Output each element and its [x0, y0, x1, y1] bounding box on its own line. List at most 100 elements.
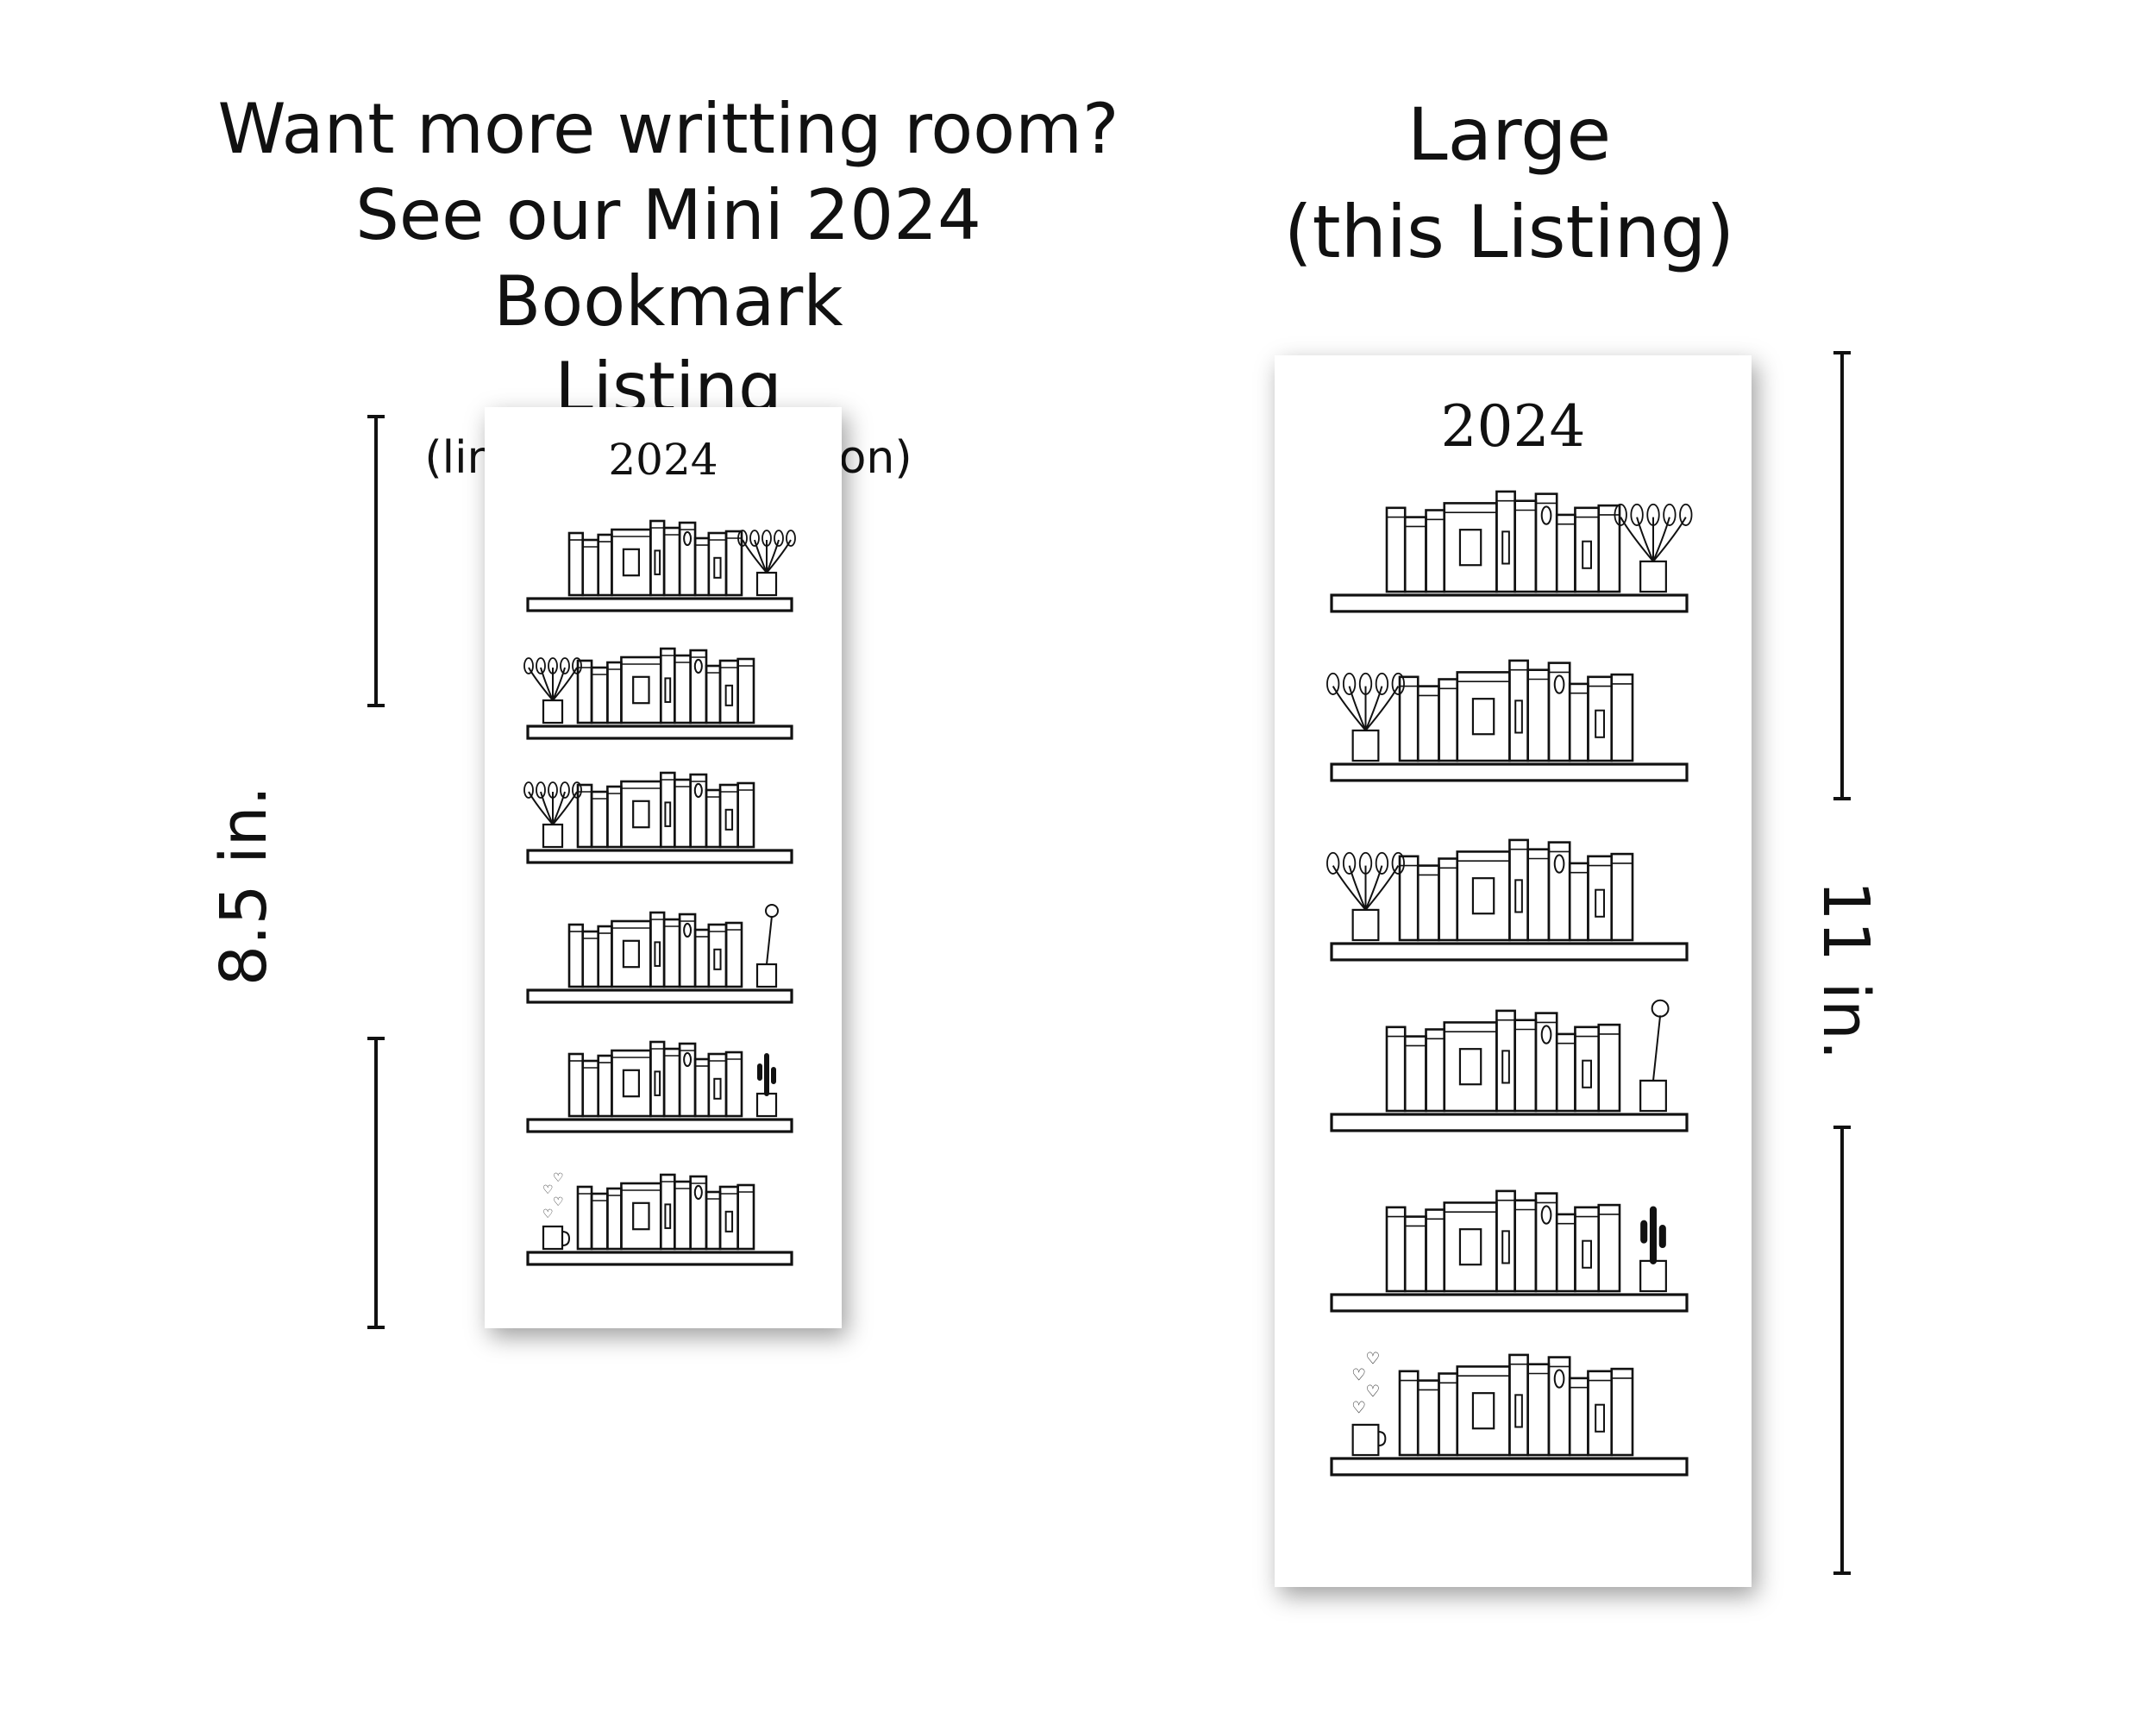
book-spine	[1456, 1365, 1511, 1457]
book-spine	[1597, 1203, 1621, 1293]
book-spine	[1547, 1356, 1571, 1457]
book-spine	[1534, 492, 1558, 593]
mini-dimension-line-top	[374, 416, 378, 706]
shelf-board	[1330, 762, 1689, 782]
book-label	[724, 808, 734, 831]
book-spine	[693, 928, 711, 988]
book-spine	[724, 530, 743, 597]
book-spine	[1438, 678, 1459, 762]
book-spine	[707, 1052, 728, 1118]
book-label	[1458, 1048, 1482, 1086]
book-spine	[1534, 1192, 1558, 1293]
shelf-row	[526, 1040, 793, 1133]
book-label	[654, 549, 661, 575]
book-spine	[1568, 682, 1589, 762]
book-spine	[1438, 1372, 1459, 1457]
book-label	[622, 548, 640, 577]
book-label	[724, 1210, 734, 1233]
book-spine	[1574, 1026, 1601, 1113]
svg-text:♡: ♡	[542, 1208, 554, 1221]
large-dimension-label: 11 in.	[1808, 880, 1883, 1061]
book-spine	[1610, 852, 1634, 942]
svg-text:♡: ♡	[1366, 1350, 1381, 1369]
svg-text:♡: ♡	[542, 1183, 554, 1197]
book-label	[693, 658, 703, 674]
book-spine	[597, 533, 613, 597]
book-spine	[649, 911, 666, 988]
book-spine	[1568, 1377, 1589, 1457]
book-spine	[678, 521, 697, 597]
book-spine	[705, 1190, 722, 1251]
mug-hearts-icon: ♡♡♡♡	[1351, 1350, 1387, 1457]
book-label	[683, 922, 693, 938]
book-spine	[659, 647, 676, 724]
book-spine	[718, 1185, 739, 1251]
book-spine	[1568, 862, 1589, 942]
large-heading-line-1: Large	[1407, 92, 1612, 177]
book-label	[1553, 674, 1565, 694]
book-spine	[590, 790, 609, 849]
book-spine	[1385, 1206, 1407, 1293]
large-dimension-cap-top	[1833, 351, 1851, 354]
large-heading-line-2: (this Listing)	[1283, 190, 1735, 275]
cactus-icon	[1639, 1206, 1667, 1293]
svg-text:♡: ♡	[553, 1171, 564, 1185]
flower-jar-icon	[755, 904, 779, 988]
book-label	[1458, 1228, 1482, 1266]
mini-dimension-label: 8.5 in.	[207, 785, 281, 987]
book-spine	[1555, 1032, 1576, 1113]
book-spine	[567, 1052, 585, 1118]
large-dimension-cap-mid-top	[1833, 797, 1851, 800]
book-spine	[1495, 1189, 1516, 1293]
book-spine	[1610, 673, 1634, 762]
book-spine	[1574, 506, 1601, 593]
book-spine	[705, 664, 722, 724]
book-spine	[620, 1182, 662, 1251]
book-label	[654, 1070, 661, 1096]
book-spine	[611, 919, 652, 988]
book-spine	[1526, 1363, 1551, 1457]
flower-vase-icon	[1326, 672, 1405, 762]
book-spine	[659, 771, 676, 849]
shelf-board	[1330, 1293, 1689, 1313]
book-spine	[1526, 668, 1551, 762]
shelf-row	[1330, 490, 1693, 613]
book-label	[1501, 1230, 1510, 1264]
book-spine	[705, 788, 722, 849]
mini-bookmark-year: 2024	[608, 435, 718, 485]
book-spine	[689, 773, 708, 849]
book-spine	[1508, 659, 1529, 762]
book-spine	[1403, 1215, 1427, 1293]
book-spine	[1574, 1206, 1601, 1293]
book-spine	[707, 923, 728, 988]
shelf-row	[523, 647, 793, 740]
book-spine	[674, 1180, 692, 1251]
book-spine	[606, 661, 623, 724]
book-spine	[1456, 671, 1511, 762]
book-spine	[693, 1057, 711, 1118]
svg-text:♡: ♡	[1366, 1383, 1381, 1402]
book-spine	[674, 654, 692, 724]
book-label	[622, 1069, 640, 1098]
book-label	[1501, 1050, 1510, 1084]
svg-text:♡: ♡	[1351, 1398, 1366, 1417]
mini-dimension-cap-top	[367, 415, 385, 418]
book-spine	[1443, 1201, 1498, 1293]
book-label	[713, 948, 722, 970]
large-dimension-line-bottom	[1840, 1126, 1844, 1573]
book-label	[1540, 1025, 1552, 1044]
book-spine	[620, 656, 662, 724]
flower-jar-icon	[1639, 999, 1670, 1113]
book-spine	[1425, 1028, 1446, 1113]
book-spine	[581, 1059, 600, 1118]
book-label	[713, 1077, 722, 1100]
book-spine	[1416, 864, 1440, 942]
book-spine	[1495, 490, 1516, 593]
book-spine	[590, 1192, 609, 1251]
book-spine	[674, 778, 692, 849]
book-spine	[678, 913, 697, 988]
book-spine	[1514, 1199, 1538, 1293]
book-label	[632, 1201, 650, 1231]
book-label	[1540, 1205, 1552, 1225]
book-label	[654, 941, 661, 967]
